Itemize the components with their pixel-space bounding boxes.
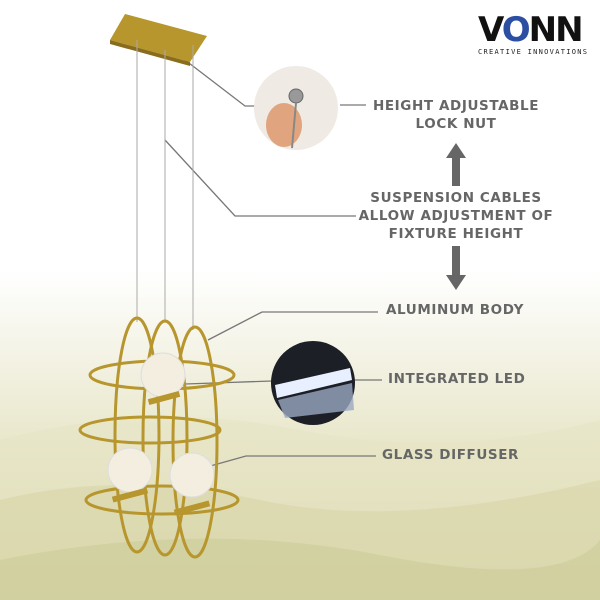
label-line: SUSPENSION CABLES — [370, 190, 542, 206]
label-line: ALLOW ADJUSTMENT OF — [358, 208, 554, 224]
label-aluminum-body: ALUMINUM BODY — [386, 302, 524, 318]
label-integrated-led: INTEGRATED LED — [388, 371, 526, 387]
label-line: HEIGHT ADJUSTABLE — [372, 98, 540, 114]
logo-tagline: CREATIVE INNOVATIONS — [478, 48, 589, 56]
led-detail-image — [271, 341, 355, 425]
label-lock-nut: HEIGHT ADJUSTABLE LOCK NUT — [368, 97, 544, 133]
arrows — [446, 143, 466, 290]
vonn-logo: VONN CREATIVE INNOVATIONS — [478, 10, 593, 56]
pendant-fixture — [78, 14, 240, 559]
logo-word: VONN — [478, 10, 584, 50]
label-glass-diffuser: GLASS DIFFUSER — [382, 447, 520, 463]
arrow-up-icon — [446, 143, 466, 186]
arrow-down-icon — [446, 246, 466, 290]
lock-nut-detail-image — [254, 66, 338, 150]
leader-lines — [164, 59, 382, 471]
label-suspension-cables: SUSPENSION CABLES ALLOW ADJUSTMENT OF FI… — [356, 189, 556, 243]
label-line: FIXTURE HEIGHT — [388, 226, 524, 242]
label-line: LOCK NUT — [415, 116, 497, 132]
